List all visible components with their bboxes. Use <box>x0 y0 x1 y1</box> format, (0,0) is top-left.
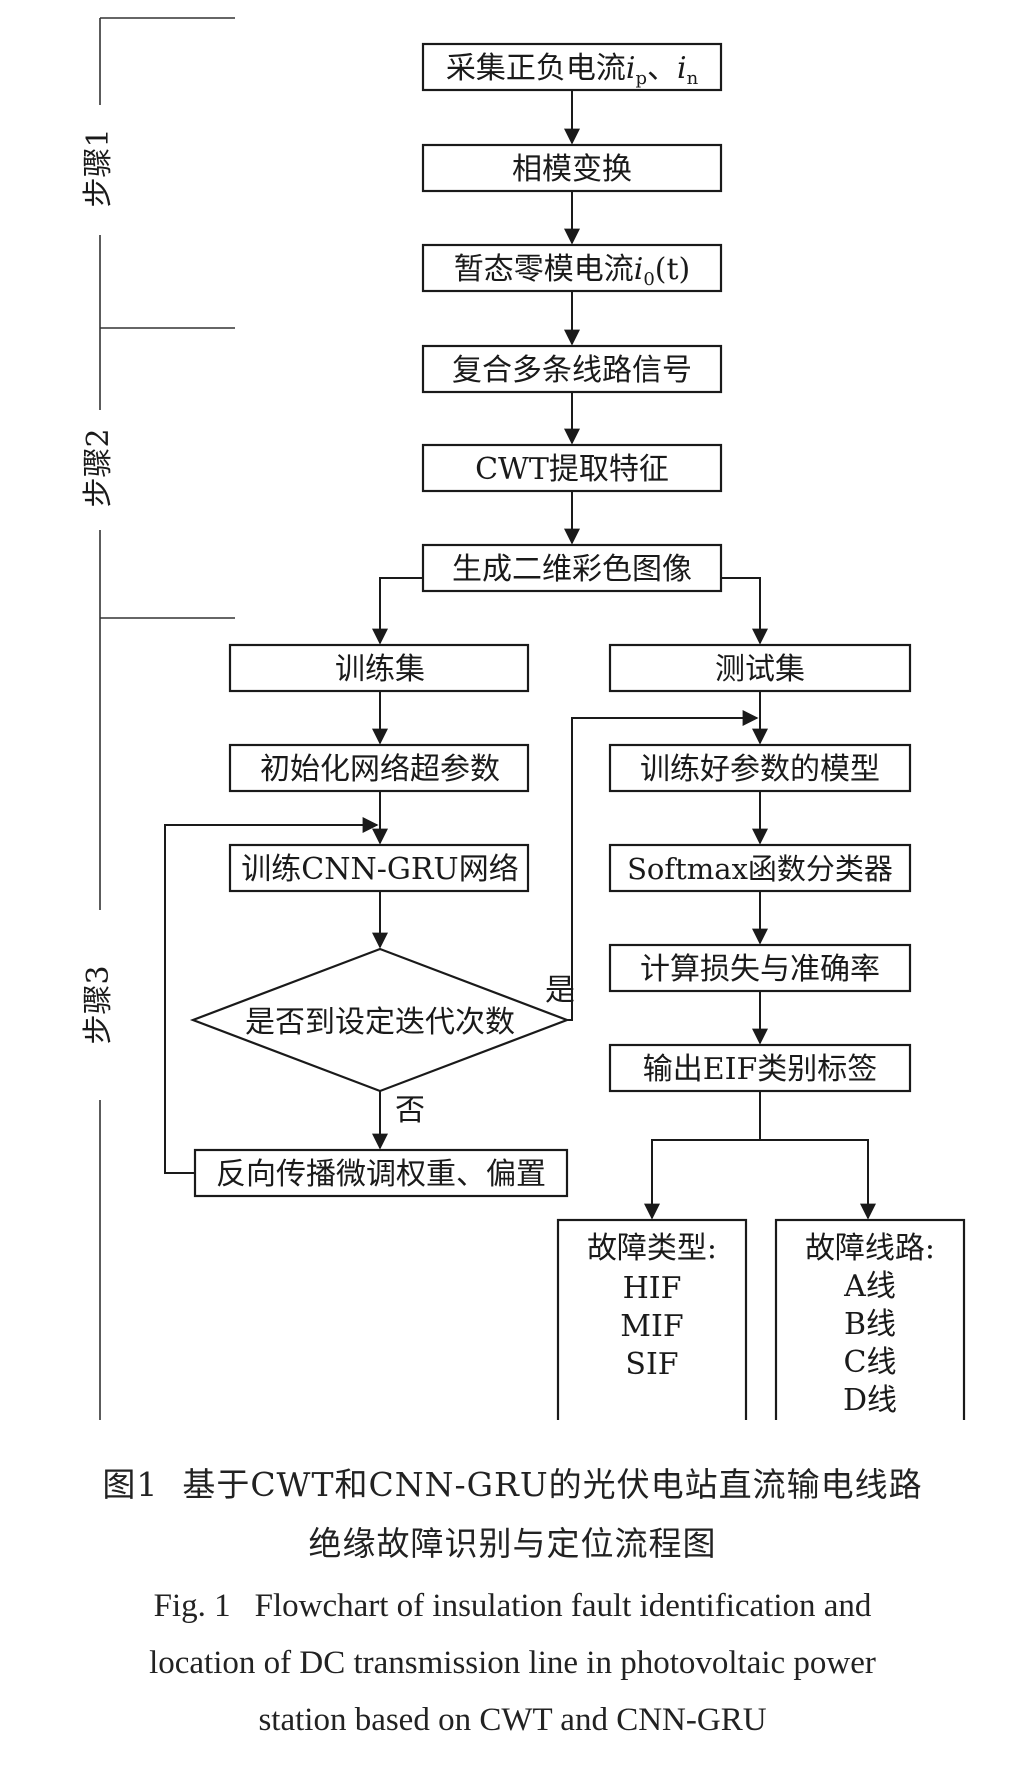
node-trained-model-label: 训练好参数的模型 <box>640 752 880 787</box>
node-train-cnn-gru <box>228 843 530 893</box>
node-transient-zero-mode-current-label: 暂态零模电流i0(t) <box>454 252 691 290</box>
fault-type-title: 故障类型: <box>587 1231 717 1266</box>
node-composite-signals-label: 复合多条线路信号 <box>452 353 692 388</box>
fault-type-item: SIF <box>625 1347 678 1382</box>
caption-zh-title-1: 基于CWT和CNN-GRU的光伏电站直流输电线路 <box>182 1465 923 1504</box>
node-phase-mode-transform-label: 相模变换 <box>512 152 632 187</box>
fault-line-item: B线 <box>844 1307 896 1342</box>
caption-en-line-2: location of DC transmission line in phot… <box>149 1645 876 1681</box>
node-training-set <box>228 643 530 693</box>
caption-zh-fig-number: 图1 <box>102 1465 159 1504</box>
caption-en-fig-number: Fig. 1 <box>153 1588 231 1624</box>
fault-line-item: D线 <box>843 1383 897 1418</box>
fault-line-item: A线 <box>843 1269 896 1304</box>
yes-label: 是 <box>545 973 575 1008</box>
step-bracket <box>99 17 235 1420</box>
node-output-eif-label-text: 输出EIF类别标签 <box>643 1052 878 1087</box>
node-cwt-features <box>421 443 723 493</box>
decision-iteration-count-label: 是否到设定迭代次数 <box>245 1005 515 1040</box>
caption-zh-line-2: 绝缘故障识别与定位流程图 <box>308 1524 717 1563</box>
fault-type-item: MIF <box>620 1309 683 1344</box>
fault-type-item: HIF <box>623 1271 682 1306</box>
fault-line-title: 故障线路: <box>805 1231 935 1266</box>
step-2-label: 步骤2 <box>81 428 116 507</box>
node-backprop-label: 反向传播微调权重、偏置 <box>216 1157 546 1192</box>
node-softmax-classifier-label: Softmax函数分类器 <box>627 852 893 886</box>
node-generate-image-label: 生成二维彩色图像 <box>452 552 692 587</box>
caption-en-title-1: Flowchart of insulation fault identifica… <box>254 1588 872 1624</box>
node-trained-model <box>608 743 912 793</box>
node-collect-current-label: 采集正负电流ip、in <box>446 51 699 89</box>
node-loss-accuracy <box>608 943 912 993</box>
fault-type-box <box>556 1218 748 1420</box>
node-test-set-label: 测试集 <box>715 652 805 687</box>
fault-line-item: C线 <box>844 1345 897 1380</box>
node-backprop <box>193 1148 569 1198</box>
caption-en-line-1: Fig. 1 Flowchart of insulation fault iden… <box>0 1588 1025 1625</box>
node-generate-image <box>421 543 723 593</box>
step-1-label: 步骤1 <box>81 128 116 207</box>
node-train-cnn-gru-label: 训练CNN-GRU网络 <box>241 852 518 887</box>
node-cwt-features-label: CWT提取特征 <box>475 452 669 487</box>
node-training-set-label: 训练集 <box>335 652 425 687</box>
caption-en-line-3: station based on CWT and CNN-GRU <box>258 1702 767 1738</box>
node-loss-accuracy-label: 计算损失与准确率 <box>640 952 880 987</box>
step-3-label: 步骤3 <box>81 965 116 1044</box>
node-init-hyperparams-label: 初始化网络超参数 <box>260 752 500 787</box>
node-composite-signals <box>421 344 723 394</box>
caption-zh-line-1: 图1 基于CWT和CNN-GRU的光伏电站直流输电线路 <box>0 1458 1025 1506</box>
flowchart: 步骤1 步骤2 步骤3 采集正负电流ip、in 相模变换 暂态零模电流i0(t)… <box>81 17 966 1420</box>
node-init-hyperparams <box>228 743 530 793</box>
no-label: 否 <box>395 1093 425 1128</box>
fault-line-box <box>774 1218 966 1420</box>
